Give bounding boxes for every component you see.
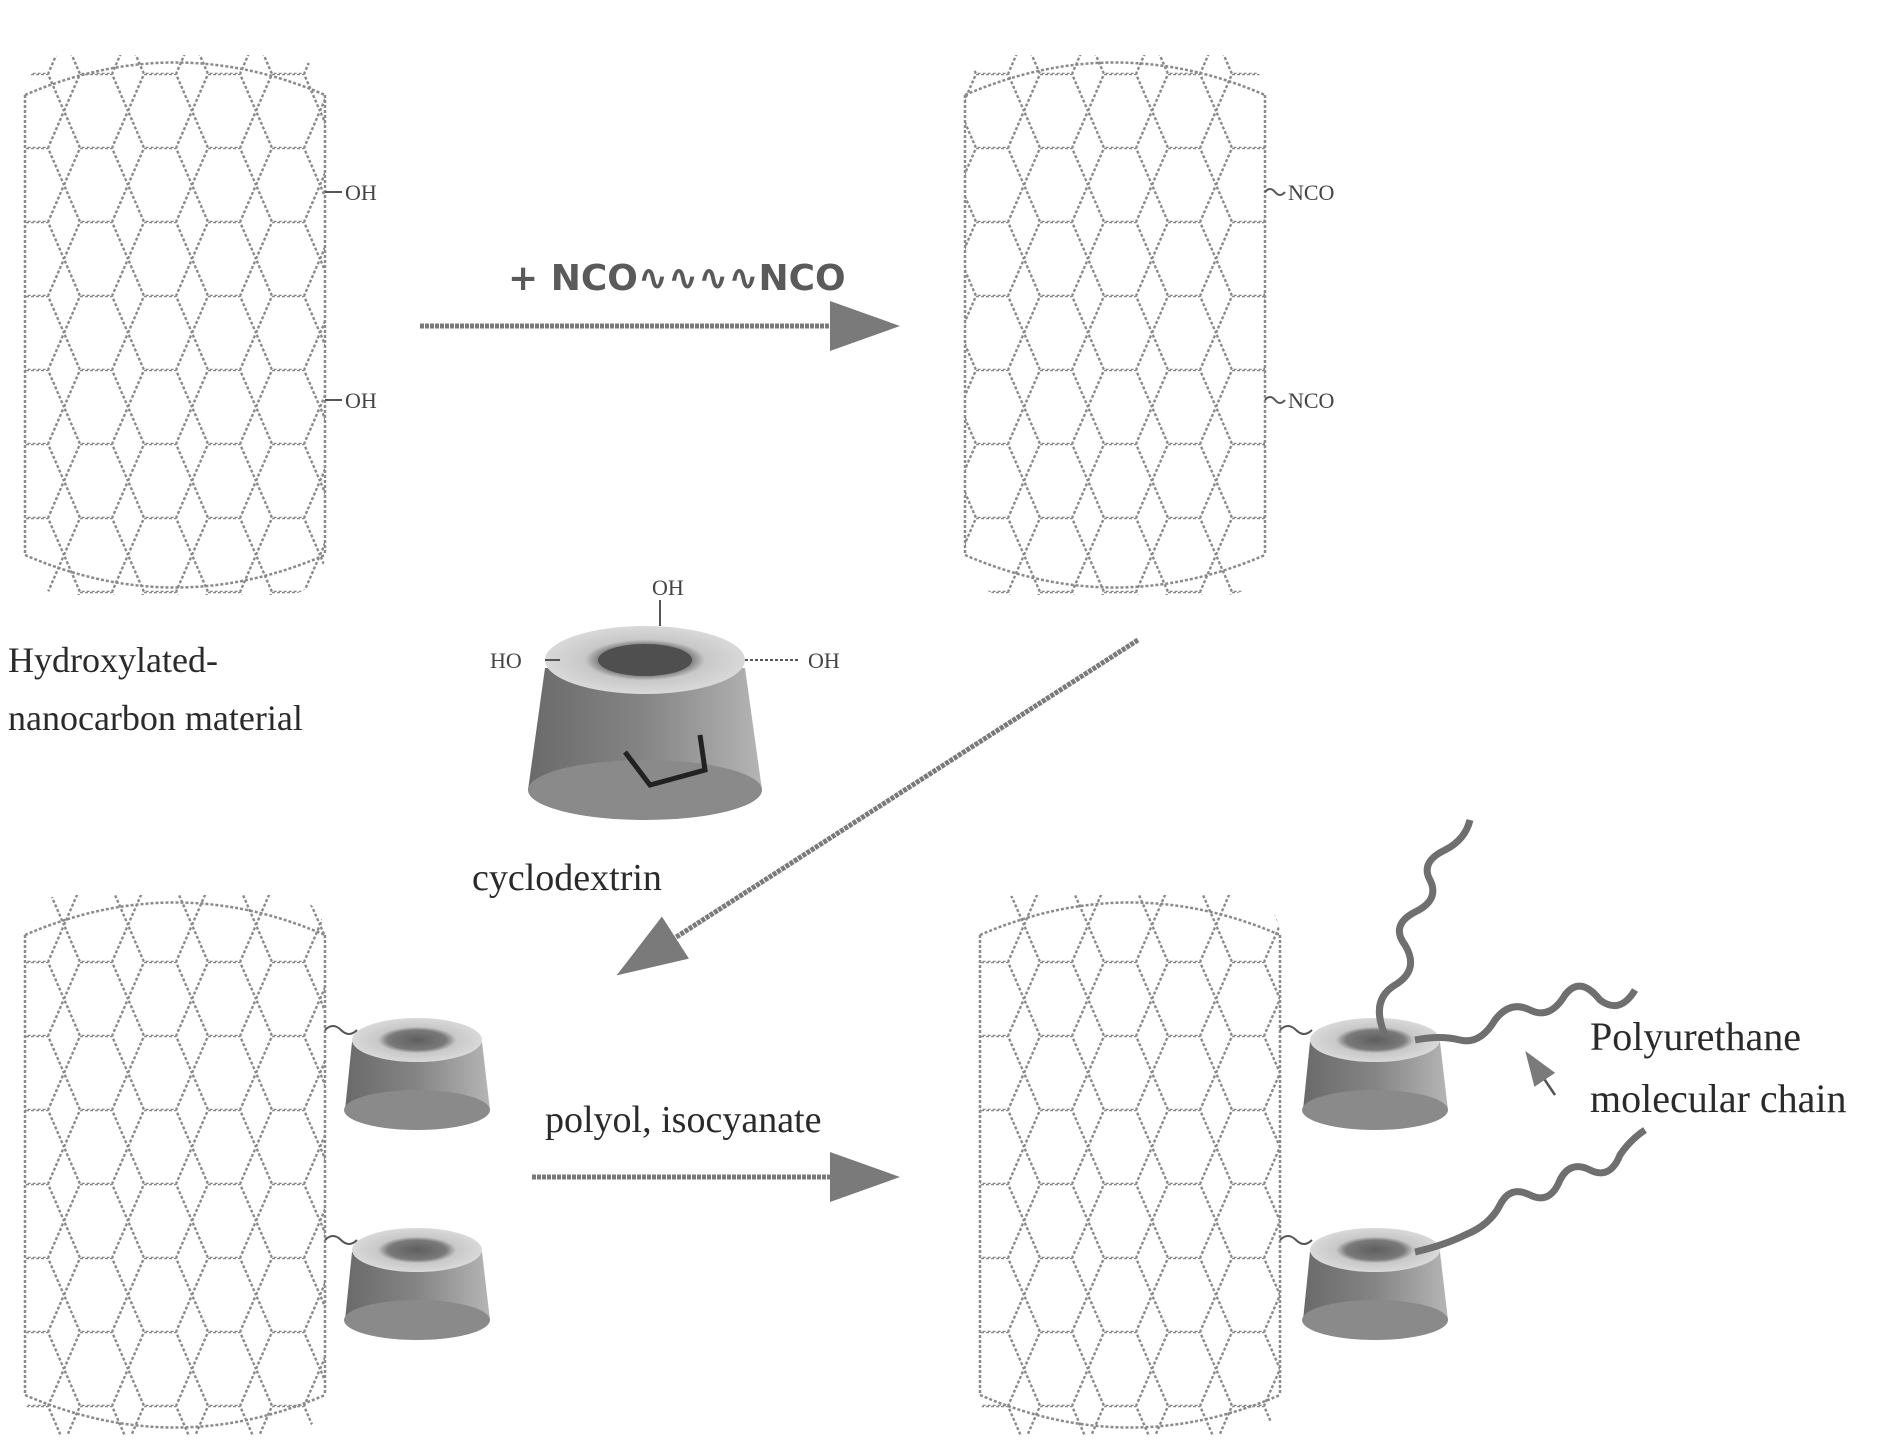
nco-group-label: NCO	[1288, 388, 1334, 413]
cyclodextrin-attached	[344, 1018, 490, 1130]
polyurethane-label: molecular chain	[1590, 1076, 1847, 1121]
hydroxylated-label: nanocarbon material	[8, 698, 303, 738]
oh-group-label: OH	[808, 648, 840, 673]
pointer-arrow	[1528, 1055, 1555, 1095]
polyurethane-label: Polyurethane	[1590, 1014, 1801, 1059]
nco-group-label: NCO	[1288, 180, 1334, 205]
nanotube-isocyanate	[965, 55, 1285, 595]
oh-group-label: OH	[345, 388, 377, 413]
nanotube-hydroxylated	[25, 55, 342, 595]
nanotube-cyclodextrin	[25, 895, 490, 1435]
oh-group-label: OH	[652, 575, 684, 600]
cyclodextrin-molecule	[528, 600, 800, 820]
polymer-chain	[1415, 1130, 1645, 1252]
cyclodextrin-label: cyclodextrin	[472, 857, 662, 899]
hydroxylated-label: Hydroxylated-	[8, 640, 218, 680]
cyclodextrin-attached	[344, 1228, 490, 1340]
nanotube-polyurethane	[980, 820, 1645, 1435]
conditions-label: polyol, isocyanate	[545, 1099, 821, 1141]
reagent-label: + NCO∿∿∿∿NCO	[508, 258, 846, 299]
oh-group-label: OH	[345, 180, 377, 205]
ho-group-label: HO	[490, 648, 522, 673]
cyclodextrin-attached	[1302, 1228, 1448, 1340]
polymer-chain	[1379, 820, 1470, 1035]
